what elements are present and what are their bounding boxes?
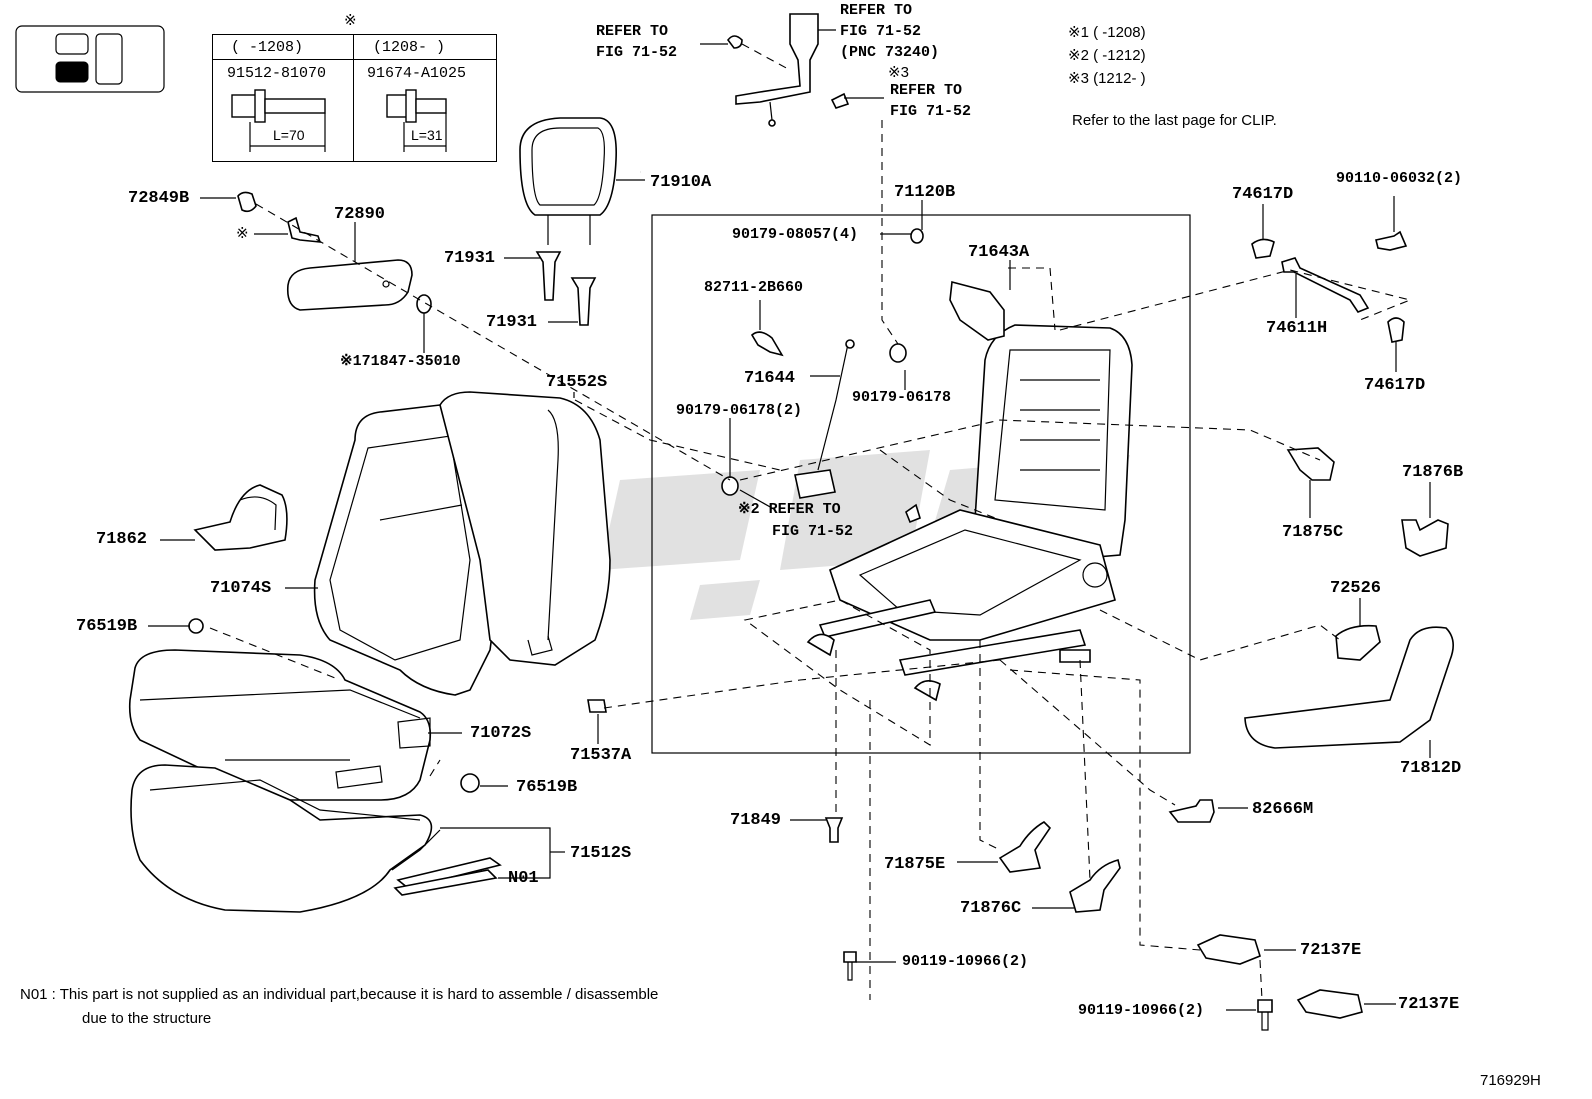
- part-label-71875C[interactable]: 71875C: [1282, 523, 1344, 542]
- seatbelt-buckle: [726, 13, 850, 127]
- note-n01: N01 : This part is not supplied as an in…: [20, 986, 659, 1003]
- refer-label-4b[interactable]: FIG 71-52: [772, 523, 854, 540]
- table-col2-part: 91674-A1025: [367, 65, 467, 82]
- part-label-71552S[interactable]: 71552S: [546, 373, 608, 392]
- note-clip: Refer to the last page for CLIP.: [1072, 112, 1277, 129]
- refer-label-1a[interactable]: REFER TO: [596, 23, 669, 40]
- table-mark: ※: [344, 12, 357, 29]
- part-label-90110[interactable]: 90110-06032(2): [1336, 170, 1463, 187]
- leader-lines: [148, 29, 1431, 1011]
- bolt-drawing-left: [231, 89, 326, 152]
- part-label-71875E[interactable]: 71875E: [884, 855, 946, 874]
- refer-label-2a[interactable]: REFER TO: [840, 2, 913, 19]
- armrest: [237, 191, 432, 314]
- bracket-74611H: [1281, 257, 1370, 313]
- cover-72137E: [1196, 934, 1363, 1019]
- table-col2-range: (1208- ): [373, 39, 446, 56]
- part-label-90179-08057[interactable]: 90179-08057(4): [732, 226, 859, 243]
- table-col1-part: 91512-81070: [227, 65, 327, 82]
- table-col2-length: L=31: [411, 127, 443, 143]
- seat-cushion-cover: [128, 649, 432, 801]
- part-label-90179-06178-2[interactable]: 90179-06178(2): [676, 402, 803, 419]
- part-label-71910A[interactable]: 71910A: [650, 173, 712, 192]
- figure-id: 716929H: [1480, 1072, 1541, 1089]
- part-label-71876C[interactable]: 71876C: [960, 899, 1022, 918]
- part-label-71862[interactable]: 71862: [96, 530, 148, 549]
- seat-position-icon: [15, 25, 165, 93]
- bolt-90110: [1375, 230, 1408, 251]
- part-label-171847[interactable]: ※171847-35010: [340, 353, 461, 370]
- part-label-72849B[interactable]: 72849B: [128, 189, 190, 208]
- bolt-variant-table: ( -1208) (1208- ) 91512-81070 91674-A102…: [212, 34, 497, 162]
- clip-82666M: [1168, 799, 1215, 823]
- refer-label-2b[interactable]: FIG 71-52: [840, 23, 922, 40]
- table-col1-range: ( -1208): [231, 39, 304, 56]
- cover-71875C: [1286, 447, 1335, 481]
- part-label-71643A[interactable]: 71643A: [968, 243, 1030, 262]
- note-n01-cont: due to the structure: [82, 1010, 212, 1027]
- cover-71876C: [1069, 859, 1121, 913]
- part-label-71812D[interactable]: 71812D: [1400, 759, 1462, 778]
- refer-label-3-mark: ※3: [888, 64, 909, 81]
- part-label-82666M[interactable]: 82666M: [1252, 800, 1314, 819]
- seat-frame: [806, 324, 1133, 702]
- bracket-71862: [193, 484, 288, 551]
- part-label-71120B[interactable]: 71120B: [894, 183, 956, 202]
- cover-71875E: [998, 821, 1052, 873]
- refer-label-1b[interactable]: FIG 71-52: [596, 44, 678, 61]
- cover-74617D: [1251, 238, 1405, 343]
- note-3: ※3 (1212- ): [1068, 70, 1146, 87]
- part-label-71849[interactable]: 71849: [730, 811, 782, 830]
- cap-71537A: [587, 699, 607, 713]
- part-label-71876B[interactable]: 71876B: [1402, 463, 1464, 482]
- table-col1-length: L=70: [273, 127, 305, 143]
- part-label-71072S[interactable]: 71072S: [470, 724, 532, 743]
- bolt-90119: [843, 951, 1273, 1031]
- stopper-71849: [824, 817, 844, 843]
- headrest: [519, 117, 617, 245]
- part-label-71074S[interactable]: 71074S: [210, 579, 272, 598]
- part-label-71644[interactable]: 71644: [744, 369, 796, 388]
- refer-label-2c[interactable]: (PNC 73240): [840, 44, 940, 61]
- knob-72526: [1335, 624, 1381, 661]
- part-label-71512S[interactable]: 71512S: [570, 844, 632, 863]
- part-label-72526[interactable]: 72526: [1330, 579, 1382, 598]
- part-label-71931-a[interactable]: 71931: [444, 249, 496, 268]
- part-label-71931-b[interactable]: 71931: [486, 313, 538, 332]
- harness-71644: [794, 339, 855, 499]
- part-label-90179-06178[interactable]: 90179-06178: [852, 389, 952, 406]
- refer-label-3b[interactable]: FIG 71-52: [890, 103, 972, 120]
- part-label-N01[interactable]: N01: [508, 869, 539, 888]
- part-label-74617D-b[interactable]: 74617D: [1364, 376, 1426, 395]
- part-label-72137E-a[interactable]: 72137E: [1300, 941, 1362, 960]
- part-label-72890[interactable]: 72890: [334, 205, 386, 224]
- part-label-71537A[interactable]: 71537A: [570, 746, 632, 765]
- part-label-90119-b[interactable]: 90119-10966(2): [1078, 1002, 1205, 1019]
- headrest-guide: [535, 251, 597, 326]
- part-label-76519B-b[interactable]: 76519B: [516, 778, 578, 797]
- shield-71812D: [1244, 626, 1454, 749]
- cover-71876B: [1401, 519, 1449, 557]
- refer-label-3a[interactable]: REFER TO: [890, 82, 963, 99]
- note-1: ※1 ( -1208): [1068, 24, 1146, 41]
- seatback-pad: [439, 391, 611, 666]
- guide-lines: [209, 43, 1412, 1001]
- part-label-82711[interactable]: 82711-2B660: [704, 279, 804, 296]
- part-label-74611H[interactable]: 74611H: [1266, 319, 1328, 338]
- part-label-90119-a[interactable]: 90119-10966(2): [902, 953, 1029, 970]
- refer-label-4a[interactable]: ※2 REFER TO: [738, 501, 841, 518]
- part-label-76519B-a[interactable]: 76519B: [76, 617, 138, 636]
- clip-82711: [750, 331, 784, 357]
- part-label-mark-bolt: ※: [236, 225, 249, 242]
- frame-assembly-box: [651, 214, 1191, 754]
- recliner-71643A: [949, 280, 1005, 341]
- nut: [721, 228, 924, 524]
- note-2: ※2 ( -1212): [1068, 47, 1146, 64]
- cushion-mat-n01: [393, 857, 502, 896]
- seat-cushion-pad: [130, 764, 441, 913]
- part-label-72137E-b[interactable]: 72137E: [1398, 995, 1460, 1014]
- part-label-74617D-a[interactable]: 74617D: [1232, 185, 1294, 204]
- bolt-drawing-right: [386, 89, 447, 152]
